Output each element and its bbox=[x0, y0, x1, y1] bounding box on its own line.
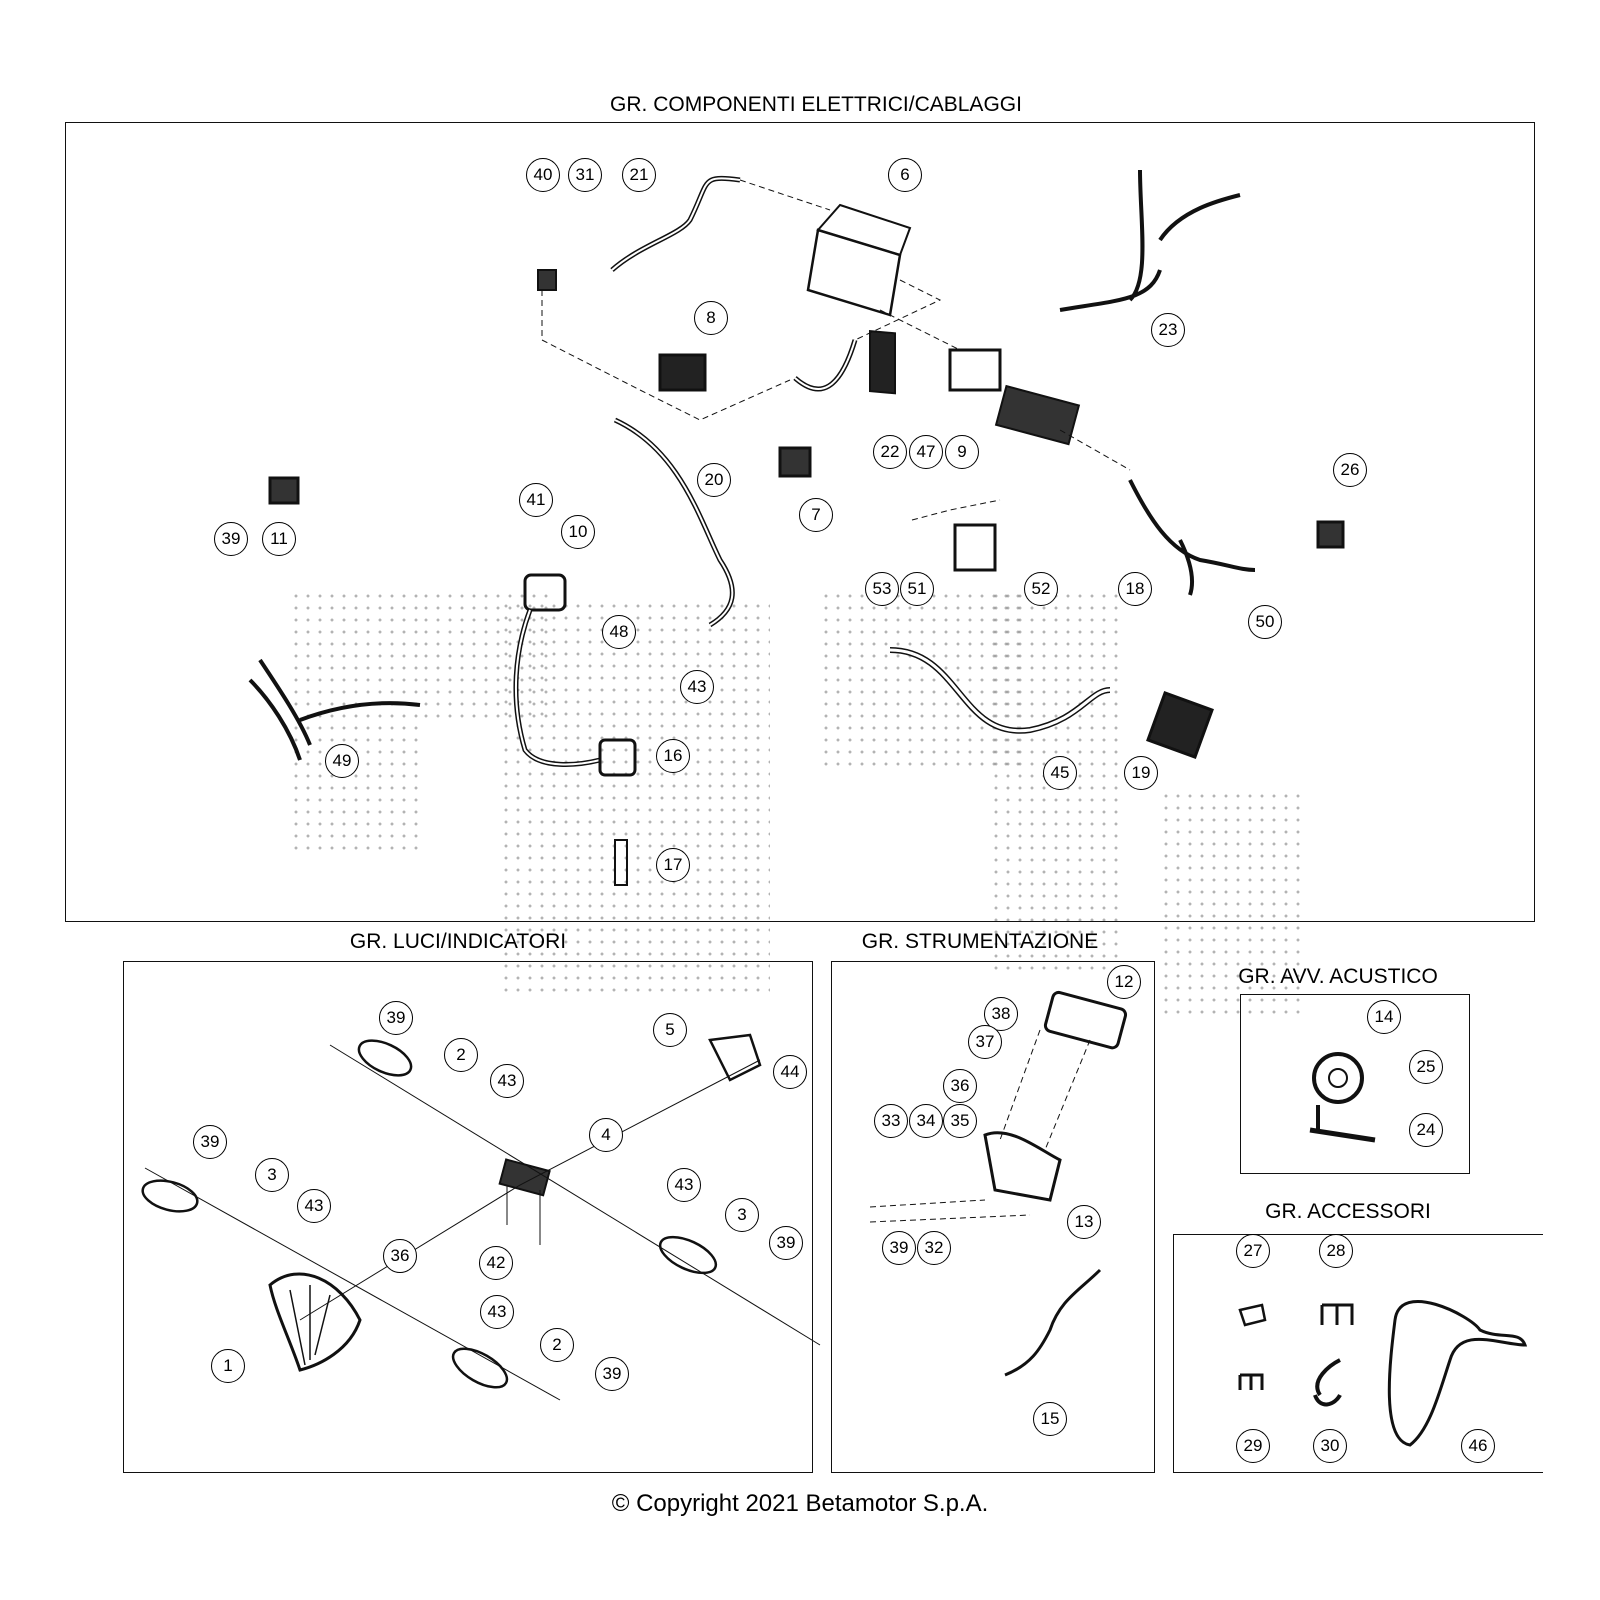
callout[interactable]: 36 bbox=[383, 1239, 417, 1273]
callout[interactable]: 22 bbox=[873, 435, 907, 469]
callout[interactable]: 14 bbox=[1367, 1000, 1401, 1034]
callout[interactable]: 5 bbox=[653, 1013, 687, 1047]
callout[interactable]: 45 bbox=[1043, 756, 1077, 790]
callout[interactable]: 2 bbox=[540, 1328, 574, 1362]
section-title-horn: GR. AVV. ACUSTICO bbox=[1238, 965, 1438, 988]
callout[interactable]: 43 bbox=[490, 1064, 524, 1098]
callout[interactable]: 39 bbox=[769, 1226, 803, 1260]
callout[interactable]: 39 bbox=[193, 1125, 227, 1159]
callout[interactable]: 10 bbox=[561, 515, 595, 549]
callout[interactable]: 17 bbox=[656, 848, 690, 882]
callout[interactable]: 48 bbox=[602, 615, 636, 649]
callout[interactable]: 19 bbox=[1124, 756, 1158, 790]
callout[interactable]: 39 bbox=[379, 1001, 413, 1035]
callout[interactable]: 23 bbox=[1151, 313, 1185, 347]
callout[interactable]: 30 bbox=[1313, 1429, 1347, 1463]
callout[interactable]: 32 bbox=[917, 1231, 951, 1265]
callout[interactable]: 33 bbox=[874, 1104, 908, 1138]
callout[interactable]: 3 bbox=[255, 1158, 289, 1192]
callout[interactable]: 39 bbox=[595, 1357, 629, 1391]
callout[interactable]: 11 bbox=[262, 522, 296, 556]
section-title-electrical: GR. COMPONENTI ELETTRICI/CABLAGGI bbox=[610, 93, 1022, 116]
callout[interactable]: 7 bbox=[799, 498, 833, 532]
callout[interactable]: 28 bbox=[1319, 1234, 1353, 1268]
callout[interactable]: 20 bbox=[697, 463, 731, 497]
callout[interactable]: 27 bbox=[1236, 1234, 1270, 1268]
callout[interactable]: 25 bbox=[1409, 1050, 1443, 1084]
callout[interactable]: 1 bbox=[211, 1349, 245, 1383]
callout[interactable]: 43 bbox=[480, 1295, 514, 1329]
callout[interactable]: 4 bbox=[589, 1118, 623, 1152]
callout[interactable]: 29 bbox=[1236, 1429, 1270, 1463]
callout[interactable]: 31 bbox=[568, 158, 602, 192]
callout[interactable]: 3 bbox=[725, 1198, 759, 1232]
callout[interactable]: 50 bbox=[1248, 605, 1282, 639]
callout[interactable]: 49 bbox=[325, 744, 359, 778]
callout[interactable]: 36 bbox=[943, 1069, 977, 1103]
frame-instruments bbox=[831, 961, 1155, 1473]
callout[interactable]: 37 bbox=[968, 1025, 1002, 1059]
callout[interactable]: 39 bbox=[882, 1231, 916, 1265]
frame-accessories bbox=[1173, 1234, 1543, 1473]
callout[interactable]: 16 bbox=[656, 739, 690, 773]
callout[interactable]: 40 bbox=[526, 158, 560, 192]
callout[interactable]: 43 bbox=[297, 1189, 331, 1223]
watermark-pattern bbox=[1160, 790, 1300, 1020]
section-title-accessories: GR. ACCESSORI bbox=[1265, 1200, 1431, 1223]
section-title-lights: GR. LUCI/INDICATORI bbox=[349, 930, 567, 953]
callout[interactable]: 6 bbox=[888, 158, 922, 192]
callout[interactable]: 41 bbox=[519, 483, 553, 517]
frame-horn bbox=[1240, 994, 1470, 1174]
callout[interactable]: 21 bbox=[622, 158, 656, 192]
callout[interactable]: 51 bbox=[900, 572, 934, 606]
callout[interactable]: 43 bbox=[667, 1168, 701, 1202]
callout[interactable]: 24 bbox=[1409, 1113, 1443, 1147]
callout[interactable]: 18 bbox=[1118, 572, 1152, 606]
callout[interactable]: 52 bbox=[1024, 572, 1058, 606]
callout[interactable]: 44 bbox=[773, 1055, 807, 1089]
callout[interactable]: 12 bbox=[1107, 965, 1141, 999]
callout[interactable]: 46 bbox=[1461, 1429, 1495, 1463]
callout[interactable]: 9 bbox=[945, 435, 979, 469]
callout[interactable]: 34 bbox=[909, 1104, 943, 1138]
callout[interactable]: 42 bbox=[479, 1246, 513, 1280]
callout[interactable]: 35 bbox=[943, 1104, 977, 1138]
callout[interactable]: 53 bbox=[865, 572, 899, 606]
callout[interactable]: 26 bbox=[1333, 453, 1367, 487]
copyright-footer: © Copyright 2021 Betamotor S.p.A. bbox=[611, 1490, 989, 1517]
frame-lights bbox=[123, 961, 813, 1473]
callout[interactable]: 39 bbox=[214, 522, 248, 556]
frame-electrical bbox=[65, 122, 1535, 922]
callout[interactable]: 15 bbox=[1033, 1402, 1067, 1436]
callout[interactable]: 13 bbox=[1067, 1205, 1101, 1239]
callout[interactable]: 2 bbox=[444, 1038, 478, 1072]
callout[interactable]: 43 bbox=[680, 670, 714, 704]
section-title-instruments: GR. STRUMENTAZIONE bbox=[861, 930, 1099, 953]
callout[interactable]: 47 bbox=[909, 435, 943, 469]
callout[interactable]: 8 bbox=[694, 301, 728, 335]
